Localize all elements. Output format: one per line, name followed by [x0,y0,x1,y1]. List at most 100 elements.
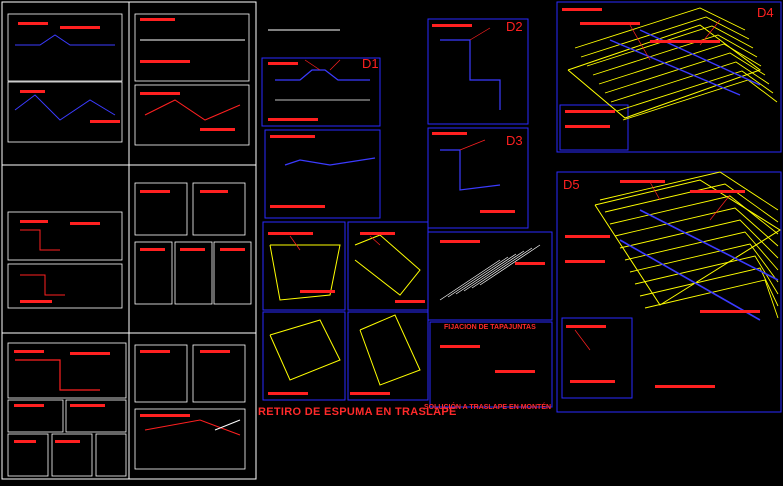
section-profile [284,157,376,166]
panel-sketch [269,244,341,301]
annotation-text [14,350,44,353]
roof-panel-rib [586,25,754,67]
annotation-text [200,350,230,353]
section-profile [440,149,501,191]
annotation-text [140,60,190,63]
panel-rib [463,250,525,292]
annotation-text [140,248,165,251]
roof-panel-rib [609,195,779,235]
annotation-text [200,190,228,193]
leader-line [709,194,731,221]
annotation-text [200,128,235,131]
sub-frame [134,408,246,470]
detail-frame [264,129,381,219]
detail-frame [262,221,346,311]
annotation-text [432,132,467,135]
detail-label-d2: D2 [506,19,523,34]
roof-panel-rib [604,183,779,223]
roof-panel-rib [639,267,779,307]
leader-line [459,139,486,151]
sub-frame [7,399,64,433]
roof-panel-rib [574,7,746,49]
annotation-text [350,392,390,395]
annotation-text [90,120,120,123]
annotation-text [580,22,640,25]
annotation-text [690,190,745,193]
roof-panel-rib [622,79,778,121]
panel-sketch [269,319,341,381]
detail-frame [561,317,633,399]
detail-frame [556,1,782,153]
leader-line [304,59,321,71]
roof-panel-rib [604,52,766,94]
annotation-text [70,352,110,355]
annotation-text [55,440,80,443]
leader-line [574,329,591,351]
roof-panel-rib [599,171,779,211]
annotation-text [565,110,615,113]
annotation-text [270,135,315,138]
roof-panel-rib [629,243,779,283]
section-profile [20,274,65,296]
roof-panel-rib [614,207,779,247]
roof-panel-rib [624,231,779,271]
purlin-line [639,209,779,281]
roof-panel-rib [592,34,758,76]
sub-frame [134,344,188,403]
annotation-text [14,404,44,407]
sub-frame [134,241,173,305]
annotation-text [440,345,480,348]
annotation-text [70,404,105,407]
sub-frame [192,182,246,236]
sub-frame [7,211,123,261]
annotation-text [300,290,335,293]
detail-label-d3: D3 [506,133,523,148]
leader-line [289,235,301,251]
annotation-text [562,8,602,11]
section-profile [275,69,370,81]
caption-cover-fixing: FIJACION DE TAPAJUNTAS [444,324,536,331]
section-profile [14,94,116,121]
annotation-text [268,118,318,121]
annotation-text [20,90,45,93]
detail-frame [427,18,529,125]
detail-label-d1: D1 [362,56,379,71]
annotation-text [20,220,48,223]
annotation-text [655,385,715,388]
annotation-text [360,232,395,235]
annotation-text [70,222,100,225]
annotation-text [395,300,425,303]
detail-frame [262,311,346,401]
detail-frame [559,104,629,151]
annotation-text [140,92,180,95]
panel-sketch [359,314,421,386]
leader-line [369,235,381,246]
annotation-text [140,414,190,417]
annotation-text [20,300,52,303]
panel-sketch [354,234,421,296]
sub-frame [51,433,93,477]
panel-rib [447,256,509,298]
roof-panel-rib [598,43,762,85]
detail-frame [429,321,553,408]
detail-label-d4: D4 [757,5,774,20]
sub-frame [7,13,123,82]
annotation-text [140,190,170,193]
annotation-text [18,22,48,25]
annotation-leaders [14,8,760,443]
purlin-line [639,29,761,86]
detail-frame [261,57,381,127]
annotation-text [700,310,760,313]
annotation-text [565,235,610,238]
caption-overlap-solution: SOLUCIÓN A TRASLAPE EN MONTÉN [424,404,552,411]
annotation-text [570,380,615,383]
caption-foam-removal: RETIRO DE ESPUMA EN TRASLAPE [258,406,457,418]
sub-frame [134,84,250,146]
roof-panel-rib [634,255,779,295]
leader-line [329,59,341,71]
section-line [214,419,241,431]
panel-rib [455,253,517,295]
detail-frame [427,127,529,229]
section-profile [144,99,241,121]
section-profile [440,39,501,110]
